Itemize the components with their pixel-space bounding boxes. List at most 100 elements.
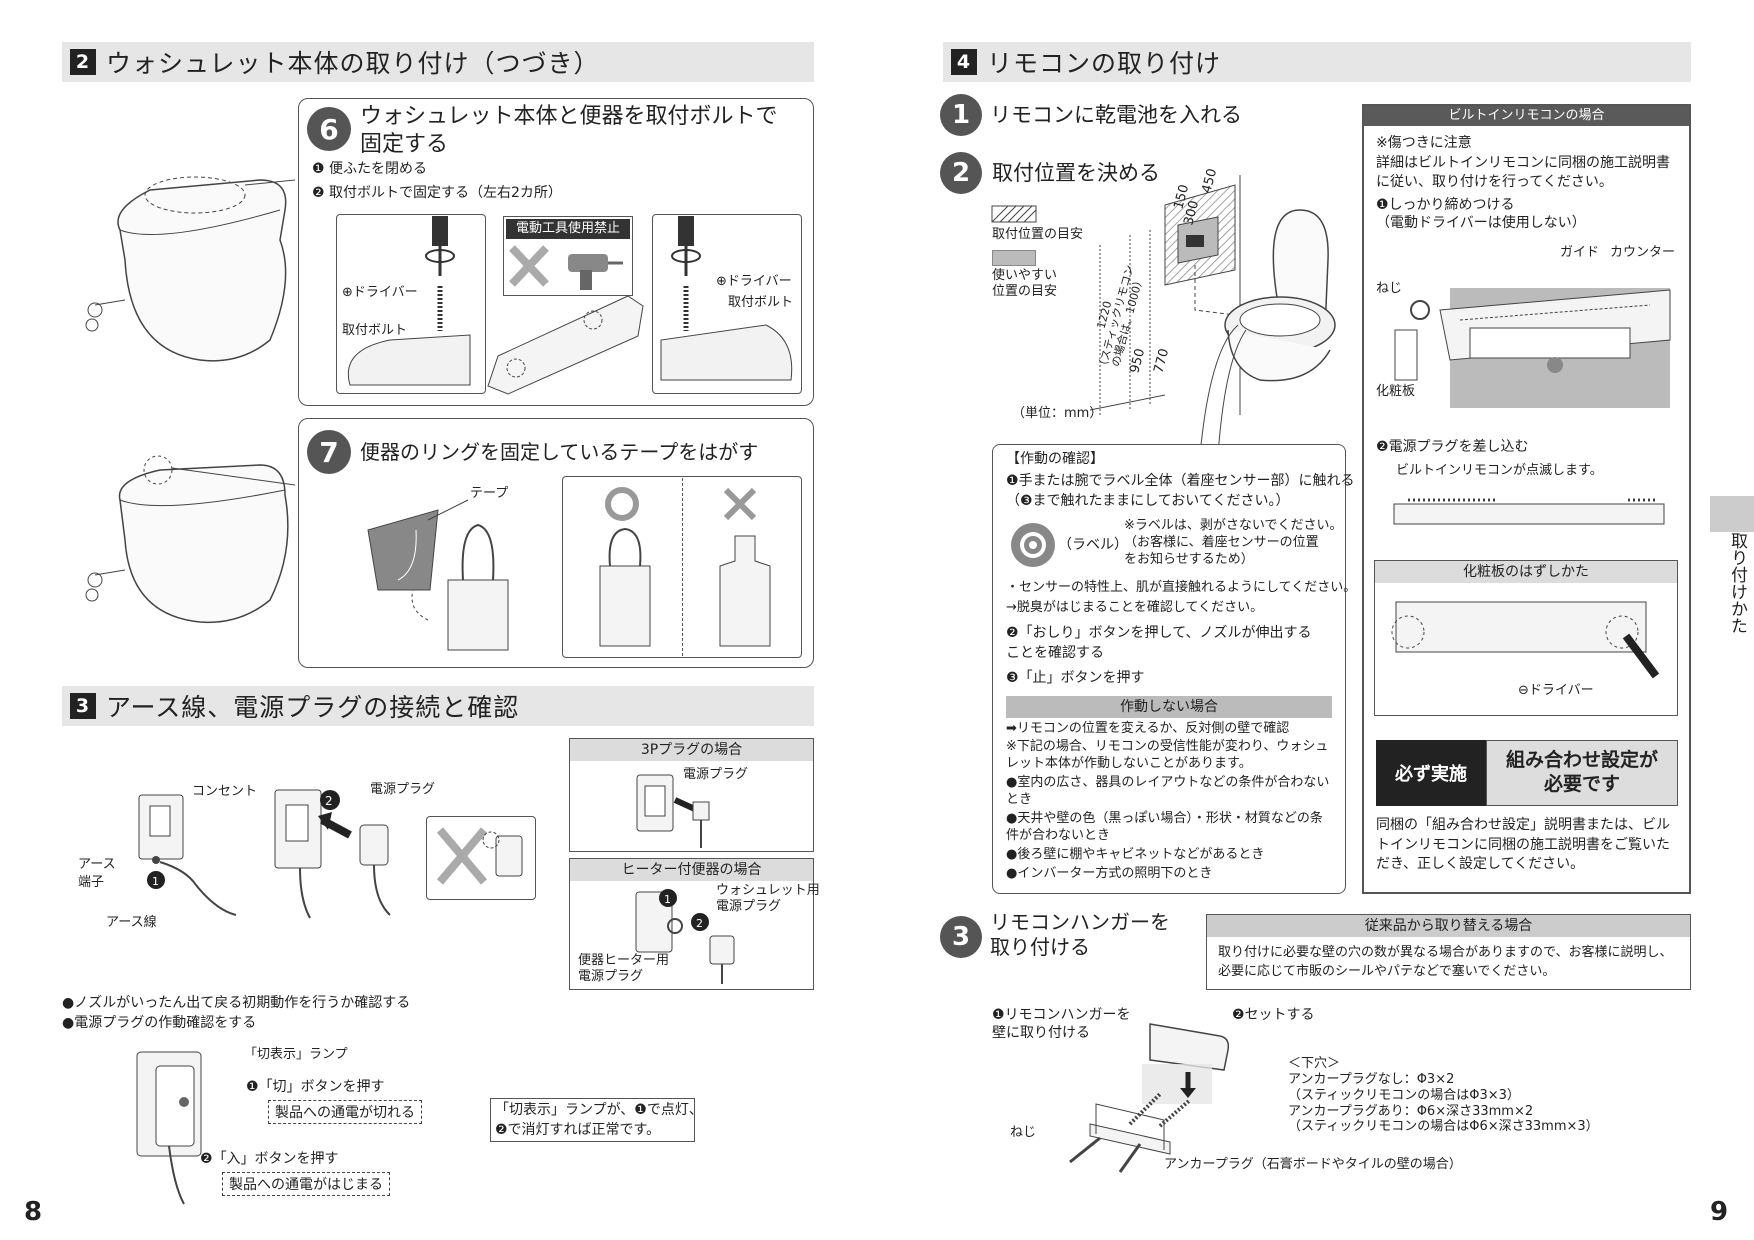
must-do-badge: 必ず実施: [1376, 740, 1486, 806]
builtin-step-1: ❶しっかり締めつける （電動ドライバーは使用しない）: [1376, 197, 1586, 232]
mounting-position-diagram: [1089, 175, 1241, 415]
check-step-1: ❶手または腕でラベル全体（着座センサー部）に触れる （❸まで触れたままにしておい…: [1006, 473, 1355, 509]
lamp-label: 「切表示」ランプ: [244, 1047, 348, 1062]
screwdriver-right: [671, 216, 701, 331]
check-step-1-text: 手または腕でラベル全体（着座センサー部）に触れる （❸まで触れたままにしておいて…: [1006, 473, 1355, 509]
legend-gray-label: 使いやすい 位置の目安: [992, 268, 1058, 300]
combo-setting-box: 組み合わせ設定が 必要です: [1486, 740, 1678, 806]
nowork-line-6: ●インバーター方式の照明下のとき: [1006, 866, 1213, 881]
ring-ok-illustration: [599, 527, 651, 647]
svg-text:1: 1: [664, 893, 671, 906]
guide-label: ガイド: [1560, 245, 1600, 260]
plus-driver-label-left: ⊕ドライバー: [342, 285, 418, 300]
screw-label: ねじ: [1376, 281, 1403, 296]
adapter-illustration: [136, 1051, 202, 1205]
nowork-line-3: ●室内の広さ、器具のレイアウトなどの条件が合わない とき: [1006, 775, 1330, 807]
warning-label: 電動工具使用禁止: [506, 219, 630, 239]
nowork-line-2: ※下記の場合、リモコンの受信性能が変わり、ウォシュ レット本体が作動しないことが…: [1006, 739, 1329, 771]
off-button-text: 「切」ボタンを押す: [258, 1079, 385, 1095]
step-6-number: 6: [307, 107, 351, 151]
operation-check-panel: [992, 444, 1346, 894]
nowork-line-1: ➡リモコンの位置を変えるか、反対側の壁で確認: [1006, 721, 1290, 736]
remote-step-1-number: 1: [940, 94, 982, 136]
section-4-header: 4 リモコンの取り付け: [943, 42, 1691, 82]
page-number-left: 8: [24, 1197, 43, 1227]
hanger-screw-label: ねじ: [1010, 1125, 1037, 1140]
nowork-line-5: ●後ろ壁に棚やキャビネットなどがあるとき: [1006, 847, 1265, 862]
section-title: ウォシュレット本体の取り付け（つづき）: [106, 49, 600, 78]
step-6-item-2-text: 取付ボルトで固定する（左右2カ所）: [329, 185, 562, 201]
section-number: 4: [951, 49, 977, 75]
side-tab: [1710, 496, 1754, 532]
base-right: [660, 324, 793, 381]
plug3p-label: 電源プラグ: [683, 767, 749, 782]
remote-step-3-number: 3: [940, 916, 982, 958]
plug3p-illustration: [636, 774, 710, 848]
check-step-2: ❷「おしり」ボタンを押して、ノズルが伸出する ことを確認する: [1006, 625, 1312, 661]
step-6-item-1: ❶ 便ふたを閉める: [312, 161, 428, 177]
pilot-hole-spec: ＜下穴＞ アンカープラグなし：Φ3×2 （スティックリモコンの場合はΦ3×3） …: [1288, 1056, 1599, 1135]
combo-setting-text: 同梱の「組み合わせ設定」説明書または、ビル トインリモコンに同梱の施工説明書をご…: [1376, 817, 1670, 873]
panel-removal-title: 化粧板のはずしかた: [1375, 561, 1677, 583]
step-7-title: 便器のリングを固定しているテープをはがす: [360, 440, 759, 464]
legend-gray-swatch: [992, 250, 1036, 266]
svg-text:1: 1: [152, 875, 159, 888]
on-note: 製品への通電がはじまる: [222, 1172, 390, 1196]
on-button-step: ❷「入」ボタンを押す: [200, 1151, 339, 1167]
toilet-illustration-top: [85, 176, 296, 362]
plug3p-title: 3Pプラグの場合: [570, 739, 813, 761]
heater-plug-illustration: 1 2: [635, 889, 735, 984]
builtin-title: ビルトインリモコンの場合: [1364, 106, 1689, 126]
power-plug-label: 電源プラグ: [370, 782, 436, 797]
washlet-plug-label: ウォシュレット用 電源プラグ: [716, 883, 820, 914]
label-caption: （ラベル）: [1058, 537, 1128, 553]
check-bullet-1: ●ノズルがいったん出て戻る初期動作を行うか確認する: [62, 995, 411, 1011]
builtin-step-1-text: しっかり締めつける （電動ドライバーは使用しない）: [1376, 197, 1586, 232]
panel-removal-illustration: [1391, 601, 1660, 679]
section-number: 3: [70, 693, 96, 719]
on-button-text: 「入」ボタンを押す: [212, 1151, 339, 1167]
builtin-caution: ※傷つきに注意 詳細はビルトインリモコンに同梱の施工説明書 に従い、取り付けを行…: [1376, 135, 1670, 191]
replace-text: 取り付けに必要な壁の穴の数が異なる場合がありますので、お客様に説明し、 必要に応…: [1218, 945, 1673, 979]
dashed-divider: [682, 478, 683, 656]
normal-note-box: 「切表示」ランプが、❶で点灯、 ❷で消灯すれば正常です。: [490, 1098, 703, 1142]
off-note: 製品への通電が切れる: [268, 1100, 422, 1124]
prohibited-icon: [509, 245, 623, 290]
unit-label: （単位：mm）: [1012, 406, 1103, 421]
tape-illustration: [367, 499, 509, 651]
bolt-label-right: 取付ボルト: [728, 295, 794, 310]
earth-wire-label: アース線: [106, 915, 157, 930]
svg-text:2: 2: [696, 917, 703, 930]
heater-plug-label: 便器ヒーター用 電源プラグ: [578, 953, 670, 984]
step-6-item-1-text: 便ふたを閉める: [329, 161, 428, 177]
check-step-2-text: 「おしり」ボタンを押して、ノズルが伸出する ことを確認する: [1006, 625, 1312, 661]
legend-hatch-label: 取付位置の目安: [992, 227, 1084, 242]
remote-step-2-number: 2: [940, 152, 982, 194]
nowork-title: 作動しない場合: [1006, 696, 1332, 718]
screwdriver-left: [425, 216, 455, 331]
hanger-step-1: ❶リモコンハンガーを 壁に取り付ける: [992, 1007, 1131, 1042]
side-tab-text: 取り付けかた: [1727, 532, 1747, 634]
plug-insert-illustration: 2: [274, 789, 391, 919]
remote-step-3-title: リモコンハンガーを 取り付ける: [990, 910, 1170, 959]
toilet-illustration-middle: [85, 455, 296, 624]
remote-step-1-title: リモコンに乾電池を入れる: [990, 103, 1242, 127]
nowork-line-4: ●天井や壁の色（黒っぽい場合）・形状・材質などの条 件が合わないとき: [1006, 811, 1323, 843]
check-bullet-2: ●電源プラグの作動確認をする: [62, 1015, 257, 1031]
ring-ng-illustration: [719, 535, 771, 647]
step-6-item-2: ❷ 取付ボルトで固定する（左右2カ所）: [312, 185, 562, 201]
builtin-step-2: ❷電源プラグを差し込む: [1376, 439, 1529, 455]
outlet-label: コンセント: [192, 784, 258, 799]
svg-text:2: 2: [325, 794, 333, 808]
section-title: リモコンの取り付け: [987, 49, 1222, 78]
hanger-step-2: ❷セットする: [1232, 1007, 1315, 1023]
label-note: ※ラベルは、剥がさないでください。 （お客様に、着座センサーの位置 をお知らせす…: [1124, 518, 1343, 567]
plus-driver-label-right: ⊕ドライバー: [716, 274, 792, 289]
section-2-header: 2 ウォシュレット本体の取り付け（つづき）: [62, 42, 814, 82]
toilet-side-illustration: [1199, 209, 1336, 456]
minus-driver-label: ⊖ドライバー: [1518, 683, 1594, 698]
blink-note: ビルトインリモコンが点滅します。: [1396, 463, 1603, 478]
washlet-top-view: [487, 295, 644, 395]
off-button-step: ❶「切」ボタンを押す: [246, 1079, 385, 1095]
counter-label: カウンター: [1610, 245, 1676, 260]
